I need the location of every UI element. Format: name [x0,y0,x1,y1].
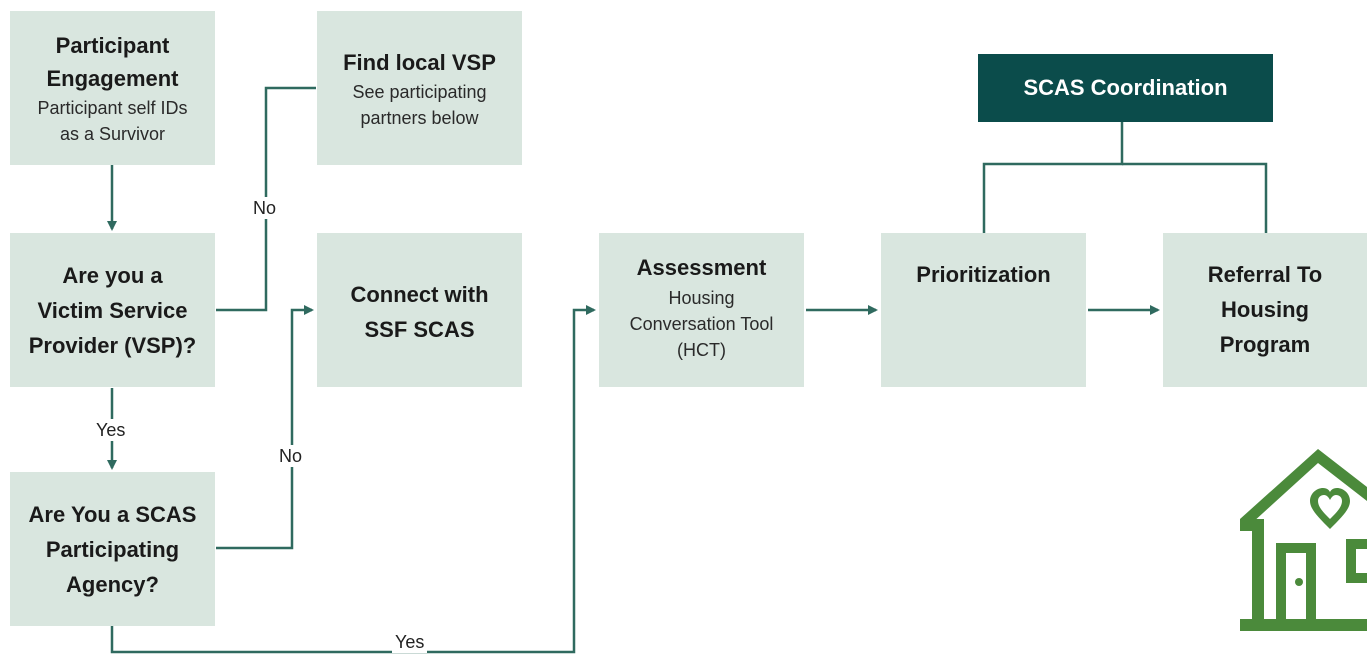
box-title: Are you a [62,262,163,288]
box-title: Referral To [1207,262,1323,287]
box-title: Provider (VSP)? [28,332,197,358]
edge-label-no-agency: No [276,445,306,467]
participant-engagement-box: Participant Engagement Participant self … [10,11,215,165]
edge-label-yes-agency: Yes [392,631,428,653]
box-title: Prioritization [916,262,1051,287]
are-you-vsp-box: Are you a Victim Service Provider (VSP)? [10,233,215,387]
box-title: Connect with [350,282,489,307]
find-local-vsp-box: Find local VSP See participating partner… [317,11,522,165]
box-title: SSF SCAS [364,317,475,342]
edge-label-no-vsp: No [250,197,280,219]
edge-coordination-bracket [982,122,1124,233]
box-subtitle: Housing [668,288,735,308]
edge-agency-no [216,305,314,550]
scas-participating-agency-box: Are You a SCAS Participating Agency? [10,472,215,626]
box-title: Participating [45,536,180,562]
box-title: Participant [55,33,170,58]
box-subtitle: (HCT) [677,340,726,360]
box-title: Victim Service [37,297,188,323]
box-subtitle: Conversation Tool [629,314,774,334]
referral-to-housing-box: Referral To Housing Program [1163,233,1367,387]
house-heart-icon [1240,449,1367,631]
box-subtitle: as a Survivor [59,124,166,144]
prioritization-box: Prioritization [881,233,1086,387]
box-title: Housing [1221,297,1309,322]
assessment-box: Assessment Housing Conversation Tool (HC… [599,233,804,387]
box-title: Are You a SCAS [28,501,197,527]
connect-ssf-scas-box: Connect with SSF SCAS [317,233,522,387]
edge-label-yes-vsp: Yes [93,419,129,441]
box-subtitle: partners below [360,107,479,128]
box-title: Agency? [66,571,159,597]
box-title: Assessment [636,255,767,280]
box-subtitle: See participating [352,81,487,102]
box-title: Program [1219,332,1311,357]
box-title: Engagement [46,66,179,91]
edge-agency-yes [110,305,596,654]
box-subtitle: Participant self IDs [37,98,188,118]
scas-coordination-box: SCAS Coordination [978,54,1273,122]
box-title: Find local VSP [343,49,496,75]
